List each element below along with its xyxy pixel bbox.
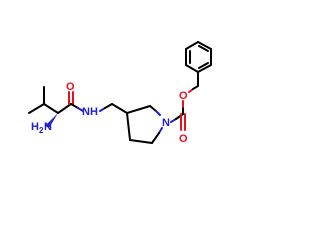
bond-c3-c2: [126, 105, 151, 114]
bond-ph-3: [185, 41, 199, 50]
atom-ester-oxygen: O: [179, 90, 188, 102]
bond-carbonyl-nh-a: [70, 103, 79, 109]
bond-c4-c3: [126, 112, 131, 141]
bond-ch2-ring: [111, 103, 128, 114]
bond-isopropyl-methyl-left: [28, 103, 45, 114]
atom-amine-hydrogen: H: [31, 121, 39, 133]
bond-n-c5-b: [151, 132, 160, 144]
atom-amide-nh: NH: [82, 106, 98, 118]
bond-c2-n-b: [155, 110, 161, 116]
atom-ring-nitrogen: N: [162, 117, 170, 129]
atom-amine-h-count: 2: [39, 126, 44, 135]
bond-nh-ch2-b: [104, 103, 113, 109]
bond-ph-4: [197, 41, 212, 50]
bond-carbonyl-nh-b: [77, 107, 84, 112]
bond-alpha-carbonyl: [57, 103, 72, 114]
bond-ph-1: [185, 64, 199, 73]
isopropyl-group: [28, 86, 59, 114]
bond-c2-n-a: [149, 105, 157, 112]
bond-ph-6: [197, 64, 212, 73]
bond-c5-c4: [129, 139, 153, 144]
bond-ph-inner-2: [198, 45, 209, 52]
bond-alpha-amine-wedge: [45, 113, 58, 128]
bond-isopropyl-alpha: [43, 103, 59, 114]
atom-amide-oxygen: O: [66, 81, 75, 93]
molecule-structure: O H 2 N NH N O O: [28, 41, 212, 145]
phenyl-ring: [185, 41, 212, 73]
atom-amine-nitrogen: N: [44, 121, 52, 133]
pyrrolidine-ring: [126, 105, 163, 144]
atom-carbonyl-oxygen: O: [179, 133, 188, 145]
bond-ph-inner-3: [198, 62, 209, 69]
